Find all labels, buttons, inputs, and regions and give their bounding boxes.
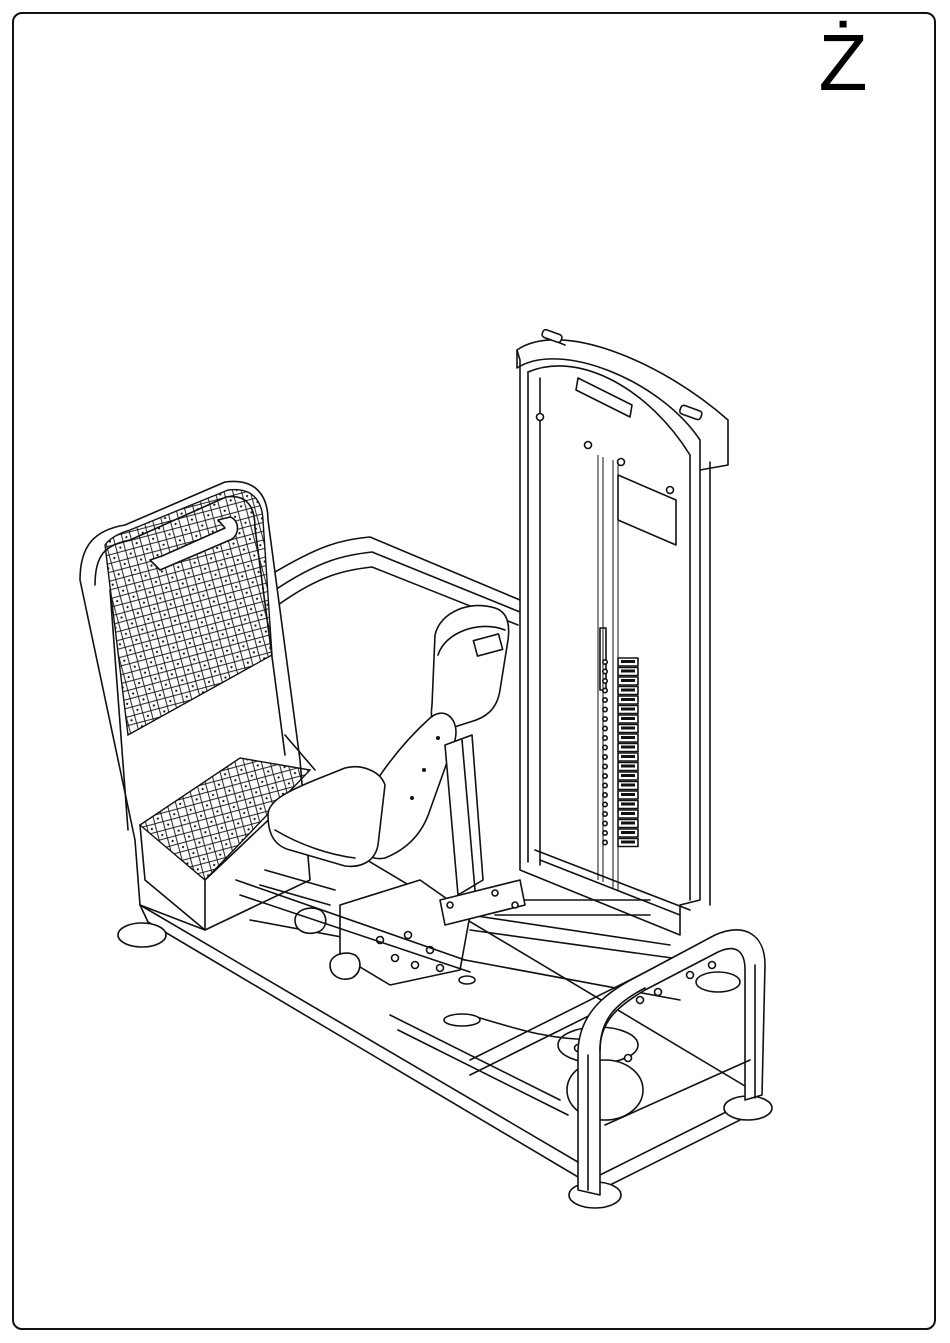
weight-plate-label <box>621 717 635 720</box>
weight-plate-label <box>621 727 635 730</box>
plate-pin-hole <box>603 802 607 806</box>
plate-pin-hole <box>603 774 607 778</box>
weight-plate-label <box>621 670 635 673</box>
foot-stack <box>696 972 740 992</box>
weight-plate-label <box>621 736 635 739</box>
seat-assembly <box>268 606 509 895</box>
plate-pin-hole <box>603 840 607 844</box>
weight-plate-label <box>621 812 635 815</box>
weight-plate-label <box>621 841 635 844</box>
foot-front-left <box>118 923 166 947</box>
plate-pin-hole <box>603 831 607 835</box>
plate-pin-hole <box>603 755 607 759</box>
weight-plate-label <box>621 755 635 758</box>
weight-plate-label <box>621 831 635 834</box>
weight-plate-label <box>621 784 635 787</box>
plate-pin-hole <box>603 783 607 787</box>
footplate-tower <box>80 481 315 930</box>
weight-plate-label <box>621 822 635 825</box>
leg-roller-left <box>330 953 360 979</box>
plate-pin-hole <box>603 679 607 683</box>
weight-plate-label <box>621 708 635 711</box>
weight-plate-label <box>621 660 635 663</box>
plate-pin-hole <box>603 669 607 673</box>
weight-plate-label <box>621 679 635 682</box>
weight-plate-label <box>621 689 635 692</box>
weight-plate-label <box>621 765 635 768</box>
plate-pin-hole <box>603 717 607 721</box>
weight-plate-label <box>621 774 635 777</box>
plate-pin-hole <box>603 736 607 740</box>
plate-pin-hole <box>603 764 607 768</box>
leg-roller-right <box>295 908 326 933</box>
weight-plate-label <box>621 793 635 796</box>
weight-plate-label <box>621 746 635 749</box>
plate-pin-hole <box>603 698 607 702</box>
weight-stack-tower <box>517 329 728 935</box>
backrest-upper <box>431 606 508 731</box>
weight-plate-label <box>621 803 635 806</box>
plate-pin-hole <box>603 726 607 730</box>
plate-pin-hole <box>603 688 607 692</box>
plate-pin-hole <box>603 793 607 797</box>
plate-pin-hole <box>603 812 607 816</box>
plate-pin-hole <box>603 707 607 711</box>
plate-pin-hole <box>603 745 607 749</box>
plate-pin-hole <box>603 821 607 825</box>
weight-plate-label <box>621 698 635 701</box>
plate-pin-hole <box>603 660 607 664</box>
